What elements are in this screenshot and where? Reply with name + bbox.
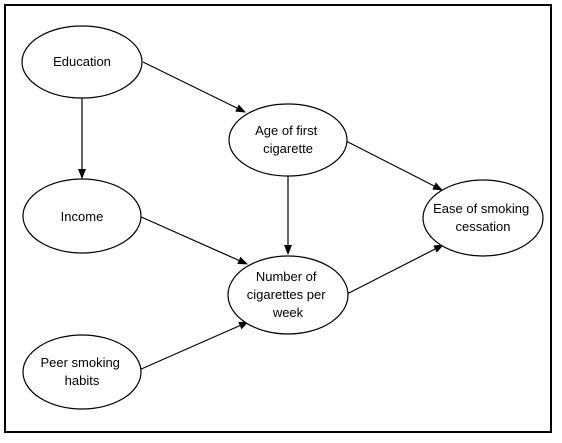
svg-text:Peer smoking habits: Peer smoking habits: [40, 355, 123, 388]
node-education: Education: [21, 25, 143, 99]
node-peer-smoking: Peer smoking habits: [22, 334, 142, 410]
svg-text:Age of first cigarette: Age of first cigarette: [255, 123, 321, 156]
svg-text:Number of cigarettes per: Number of cigarettes per week: [247, 269, 329, 320]
svg-text:Ease of smoking cessatio: Ease of smoking cessation: [433, 201, 533, 234]
edge-income-to-cigarettes-per-week: [138, 215, 248, 265]
svg-text:Income: Income: [61, 209, 104, 224]
svg-text:Education: Education: [53, 54, 111, 69]
node-cigarettes-per-week: Number of cigarettes per week: [227, 255, 349, 335]
node-income: Income: [22, 178, 142, 254]
edge-education-to-age-first-cigarette: [142, 61, 246, 113]
node-ease-cessation: Ease of smoking cessation: [422, 179, 544, 257]
edge-peer-smoking-to-cigarettes-per-week: [138, 321, 249, 371]
edge-cigarettes-per-week-to-ease-cessation: [344, 244, 444, 296]
node-age-first-cigarette: Age of first cigarette: [228, 103, 348, 177]
diagram-frame: [4, 4, 552, 433]
edge-age-first-cigarette-to-ease-cessation: [343, 139, 443, 191]
